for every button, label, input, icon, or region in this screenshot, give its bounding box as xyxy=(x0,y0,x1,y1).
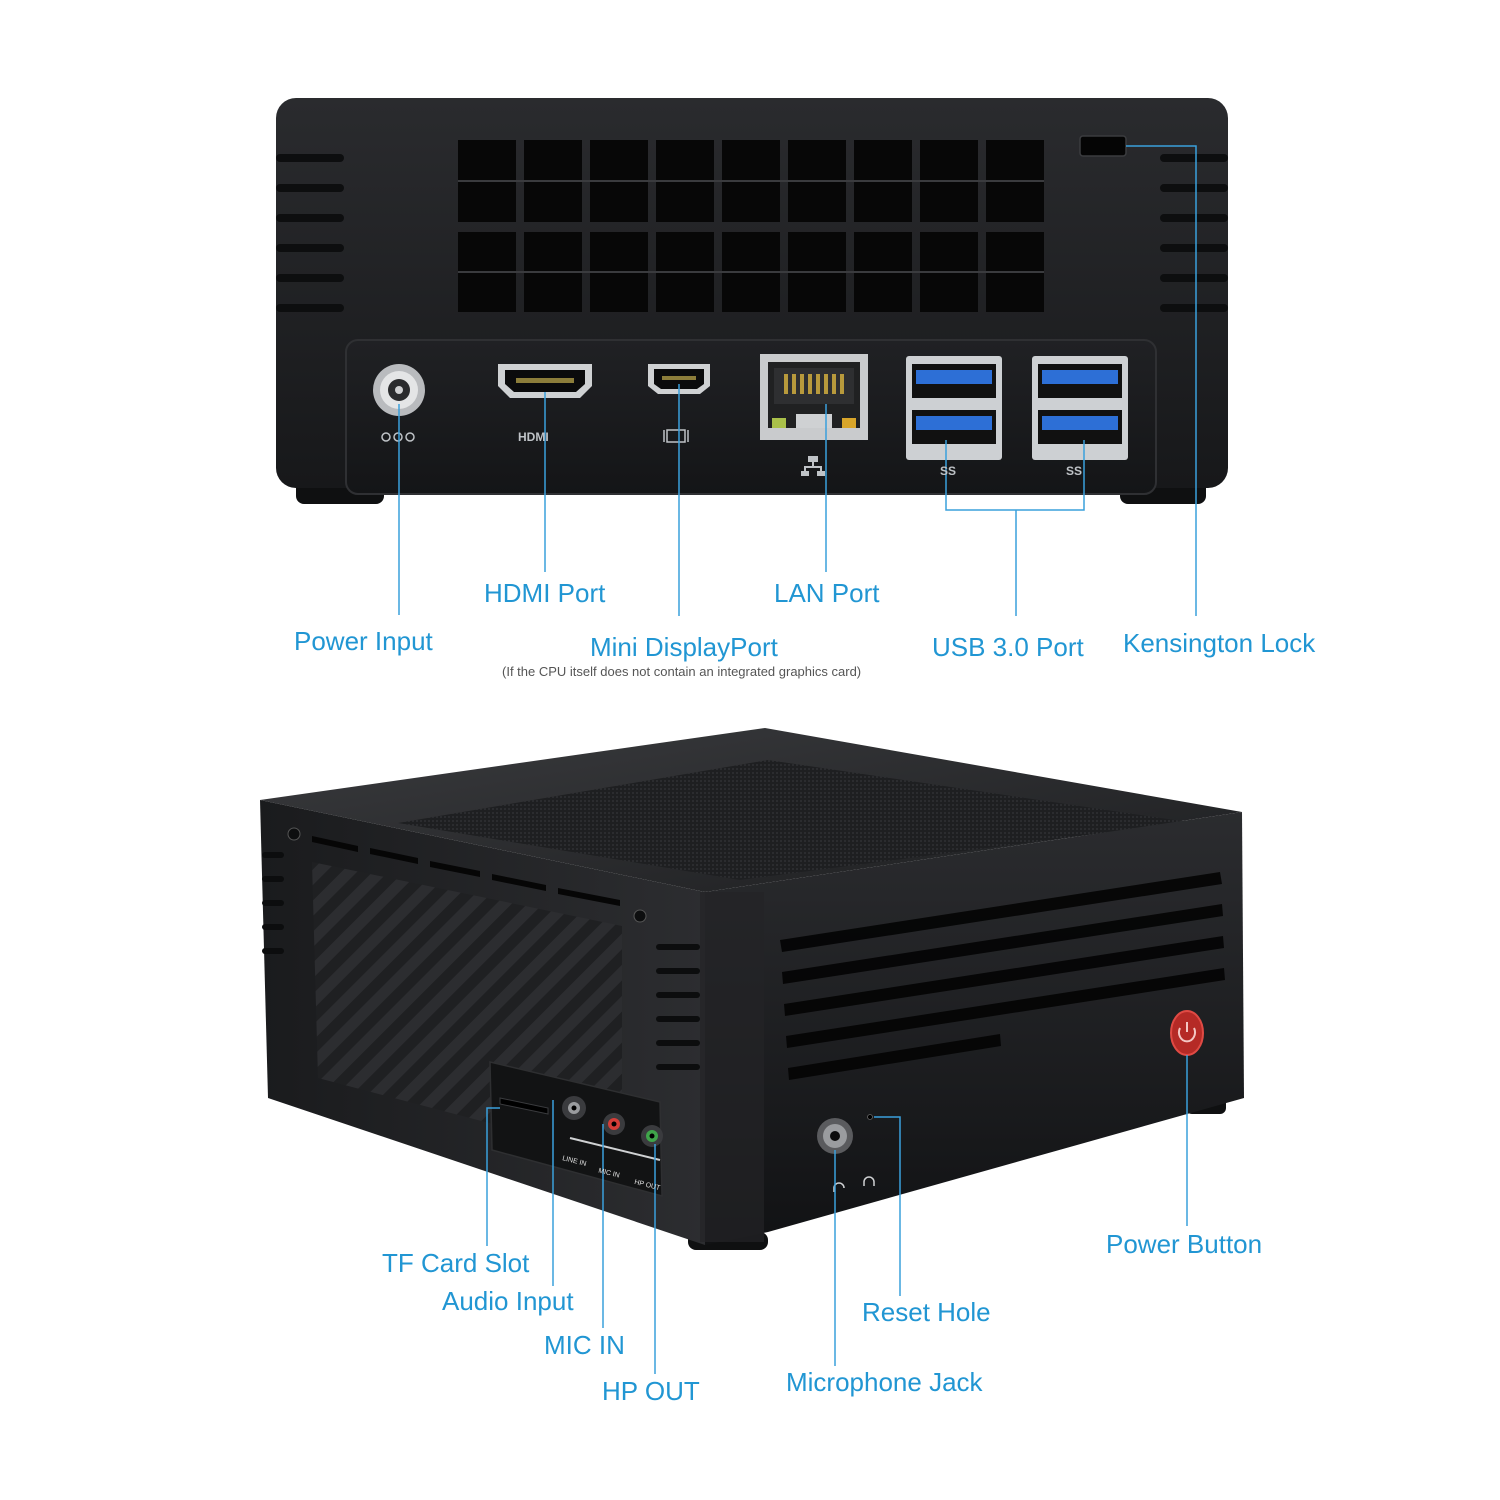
network-icon xyxy=(801,456,825,476)
note-mini-displayport: (If the CPU itself does not contain an i… xyxy=(502,664,862,679)
front-device xyxy=(260,728,1244,1250)
label-mini-displayport: Mini DisplayPort xyxy=(590,632,778,662)
label-kensington-lock: Kensington Lock xyxy=(1123,628,1316,658)
power-button-shape xyxy=(1170,1010,1204,1056)
label-power-input: Power Input xyxy=(294,626,433,656)
label-usb-port: USB 3.0 Port xyxy=(932,632,1084,662)
side-ribs-left xyxy=(276,154,344,312)
side-slots xyxy=(312,836,620,906)
audio-panel xyxy=(489,1061,663,1197)
rounded-corner-highlight xyxy=(700,892,764,1242)
label-hdmi-port: HDMI Port xyxy=(484,578,606,608)
dc-power-jack xyxy=(373,364,425,416)
tf-card-slot-shape xyxy=(499,1097,549,1115)
line-in-jack xyxy=(562,1096,586,1120)
rear-device xyxy=(276,98,1228,504)
hdmi-connector xyxy=(498,364,592,398)
usb-marking-left: SS xyxy=(940,464,957,478)
hdmi-marking: HDMI xyxy=(518,430,549,444)
label-lan-port: LAN Port xyxy=(774,578,880,608)
label-tf-card-slot: TF Card Slot xyxy=(382,1248,530,1278)
front-vents xyxy=(780,872,1225,1080)
screw-left xyxy=(287,827,301,841)
rear-leader-lines xyxy=(398,145,1197,616)
vent-grid xyxy=(458,140,1044,312)
hp-out-jack xyxy=(641,1125,663,1147)
front-leader-lines xyxy=(486,1055,1188,1374)
label-microphone-jack: Microphone Jack xyxy=(786,1367,983,1397)
usb-marking-right: SS xyxy=(1066,464,1083,478)
side-ribs-right xyxy=(1160,154,1228,312)
microphone-jack-shape xyxy=(817,1118,853,1154)
reset-hole-shape xyxy=(867,1114,873,1120)
label-reset-hole: Reset Hole xyxy=(862,1297,991,1327)
label-power-button: Power Button xyxy=(1106,1229,1263,1259)
top-mesh-panel xyxy=(398,760,1188,880)
corner-ribs xyxy=(656,944,700,1070)
mini-displayport-connector xyxy=(648,364,710,394)
displayport-icon xyxy=(663,429,689,443)
screw-right xyxy=(633,909,647,923)
label-audio-input: Audio Input xyxy=(442,1286,574,1316)
label-hp-out: HP OUT xyxy=(602,1376,700,1406)
audio-panel-divider xyxy=(569,1137,661,1161)
usb-stack-right xyxy=(1032,356,1128,460)
side-ribs-front-left xyxy=(262,852,284,954)
lan-connector xyxy=(760,354,868,440)
headphone-icon xyxy=(863,1176,875,1186)
dc-polarity-icon xyxy=(381,432,415,442)
kensington-slot xyxy=(1079,135,1127,157)
label-mic-in: MIC IN xyxy=(544,1330,625,1360)
usb-stack-left xyxy=(906,356,1002,460)
mic-in-jack xyxy=(603,1113,625,1135)
